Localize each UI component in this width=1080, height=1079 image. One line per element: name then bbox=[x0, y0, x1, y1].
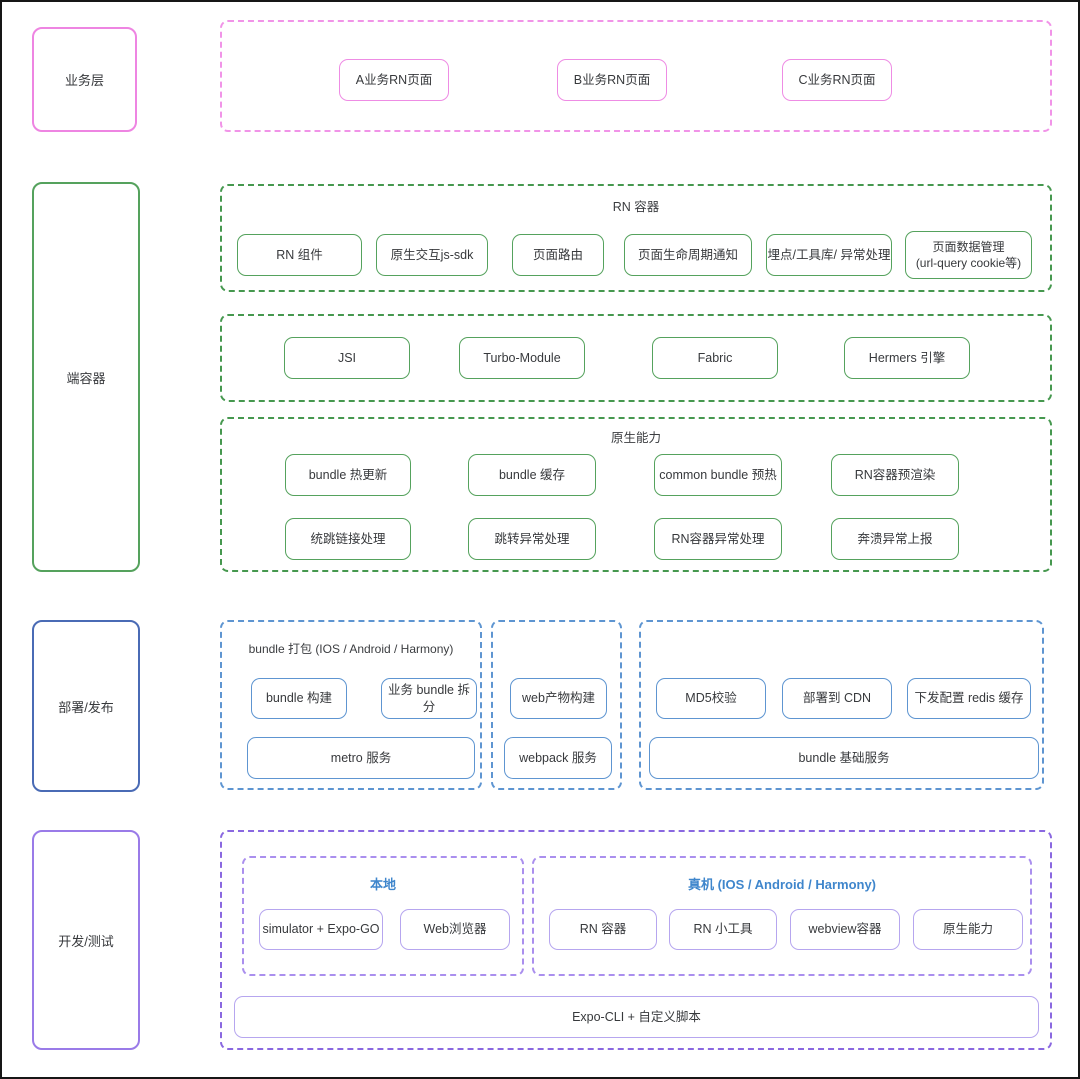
layer-label-deploy: 部署/发布 bbox=[32, 620, 140, 792]
node-crash-report: 奔溃异常上报 bbox=[831, 518, 959, 560]
device-subgroup: 真机 (IOS / Android / Harmony) RN 容器 RN 小工… bbox=[532, 856, 1032, 976]
layer-label-business: 业务层 bbox=[32, 27, 137, 132]
node-bundle-build: bundle 构建 bbox=[251, 678, 347, 719]
node-tracking-utils: 埋点/工具库/ 异常处理 bbox=[766, 234, 892, 276]
node-redis-config-cache: 下发配置 redis 缓存 bbox=[907, 678, 1031, 719]
native-capability-group: 原生能力 bundle 热更新 bundle 缓存 common bundle … bbox=[220, 417, 1052, 572]
local-subgroup-title: 本地 bbox=[369, 877, 396, 892]
local-subgroup: 本地 simulator + Expo-GO Web浏览器 bbox=[242, 856, 524, 976]
web-build-group: web产物构建 webpack 服务 bbox=[491, 620, 622, 790]
dev-test-group: 本地 simulator + Expo-GO Web浏览器 真机 (IOS / … bbox=[220, 830, 1052, 1050]
node-business-page-c: C业务RN页面 bbox=[782, 59, 892, 101]
rn-container-group-title: RN 容器 bbox=[612, 200, 660, 214]
node-dev-rn-container: RN 容器 bbox=[549, 909, 657, 950]
node-metro-service: metro 服务 bbox=[247, 737, 475, 779]
node-jsi: JSI bbox=[284, 337, 410, 379]
layer-label-dev: 开发/测试 bbox=[32, 830, 140, 1050]
rn-container-group: RN 容器 RN 组件 原生交互js-sdk 页面路由 页面生命周期通知 埋点/… bbox=[220, 184, 1052, 292]
business-layer-group: A业务RN页面 B业务RN页面 C业务RN页面 bbox=[220, 20, 1052, 132]
node-rn-container-exception: RN容器异常处理 bbox=[654, 518, 782, 560]
node-bundle-base-service: bundle 基础服务 bbox=[649, 737, 1039, 779]
node-hermes-engine: Hermers 引擎 bbox=[844, 337, 970, 379]
node-turbo-module: Turbo-Module bbox=[459, 337, 585, 379]
node-jump-exception-handling: 跳转异常处理 bbox=[468, 518, 596, 560]
node-deploy-cdn: 部署到 CDN bbox=[782, 678, 892, 719]
node-webview-container: webview容器 bbox=[790, 909, 900, 950]
node-dev-native-capability: 原生能力 bbox=[913, 909, 1023, 950]
bundle-pack-group-title: bundle 打包 (IOS / Android / Harmony) bbox=[248, 642, 454, 656]
node-rn-devtools: RN 小工具 bbox=[669, 909, 777, 950]
node-fabric: Fabric bbox=[652, 337, 778, 379]
layer-label-container: 端容器 bbox=[32, 182, 140, 572]
device-subgroup-title: 真机 (IOS / Android / Harmony) bbox=[687, 877, 877, 892]
node-business-page-b: B业务RN页面 bbox=[557, 59, 667, 101]
node-md5-check: MD5校验 bbox=[656, 678, 766, 719]
node-page-lifecycle: 页面生命周期通知 bbox=[624, 234, 752, 276]
node-web-artifact-build: web产物构建 bbox=[510, 678, 607, 719]
node-webpack-service: webpack 服务 bbox=[504, 737, 612, 779]
node-business-bundle-split: 业务 bundle 拆分 bbox=[381, 678, 477, 719]
node-bundle-hot-update: bundle 热更新 bbox=[285, 454, 411, 496]
node-unified-link-handling: 统跳链接处理 bbox=[285, 518, 411, 560]
node-rn-container-prerender: RN容器预渲染 bbox=[831, 454, 959, 496]
node-expo-cli-scripts: Expo-CLI + 自定义脚本 bbox=[234, 996, 1039, 1038]
node-native-js-sdk: 原生交互js-sdk bbox=[376, 234, 488, 276]
node-simulator-expo-go: simulator + Expo-GO bbox=[259, 909, 383, 950]
node-bundle-cache: bundle 缓存 bbox=[468, 454, 596, 496]
node-common-bundle-preheat: common bundle 预热 bbox=[654, 454, 782, 496]
publish-group: MD5校验 部署到 CDN 下发配置 redis 缓存 bundle 基础服务 bbox=[639, 620, 1044, 790]
rn-engine-group: JSI Turbo-Module Fabric Hermers 引擎 bbox=[220, 314, 1052, 402]
bundle-pack-group: bundle 打包 (IOS / Android / Harmony) bund… bbox=[220, 620, 482, 790]
node-page-data-management: 页面数据管理 (url-query cookie等) bbox=[905, 231, 1032, 279]
node-page-router: 页面路由 bbox=[512, 234, 604, 276]
node-rn-component: RN 组件 bbox=[237, 234, 362, 276]
node-business-page-a: A业务RN页面 bbox=[339, 59, 449, 101]
node-web-browser: Web浏览器 bbox=[400, 909, 510, 950]
native-capability-group-title: 原生能力 bbox=[610, 431, 661, 445]
